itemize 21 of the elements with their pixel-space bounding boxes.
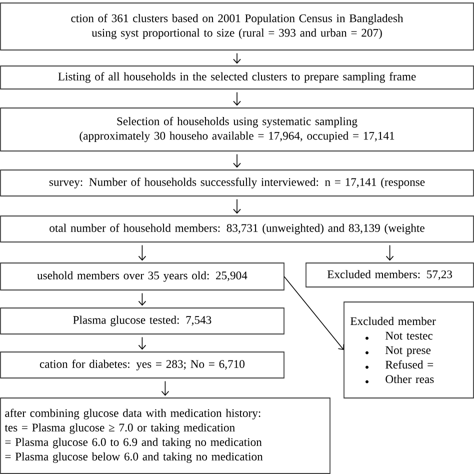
process-box: Selection of households using systematic sampling (approximately 30 househo available = 17,964, occupied = 17,141 [0,108,474,152]
process-box: usehold members over 35 years old: 25,904 [0,262,284,290]
process-box: Excluded members: 57,23 [306,262,474,288]
arrow [284,276,344,350]
arrow [138,336,146,350]
arrow [233,92,241,106]
arrow [138,244,146,261]
arrow [233,154,241,168]
process-box: ction of 361 clusters based on 2001 Population Census in Bangladesh using syst proportional to size (rural = 393 and urban = 207) [0,2,474,50]
process-box: Plasma glucose tested: 7,543 [0,308,284,334]
process-box: Listing of all households in the selected clusters to prepare sampling frame [0,66,474,90]
arrow [386,244,394,261]
process-box: otal number of household members: 83,731 (unweighted) and 83,139 (weighte [0,216,474,242]
arrow [233,198,241,214]
exclusion-box: Excluded member Not testec Not prese Refused = Other reas [344,302,474,398]
process-box: cation for diabetes: yes = 283; No = 6,710 [0,352,284,378]
process-box: survey: Number of households successfully interviewed: n = 17,141 (response [0,170,474,196]
arrow [138,292,146,306]
arrow [233,52,241,64]
arrow [161,380,170,396]
result-box: after combining glucose data with medication history: tes = Plasma glucose ≥ 7.0 or taking medication = Plasma glucose 6.0 to 6.9 and taking no medication = Plasma glucose below 6.0 and taking no medication [0,398,330,474]
